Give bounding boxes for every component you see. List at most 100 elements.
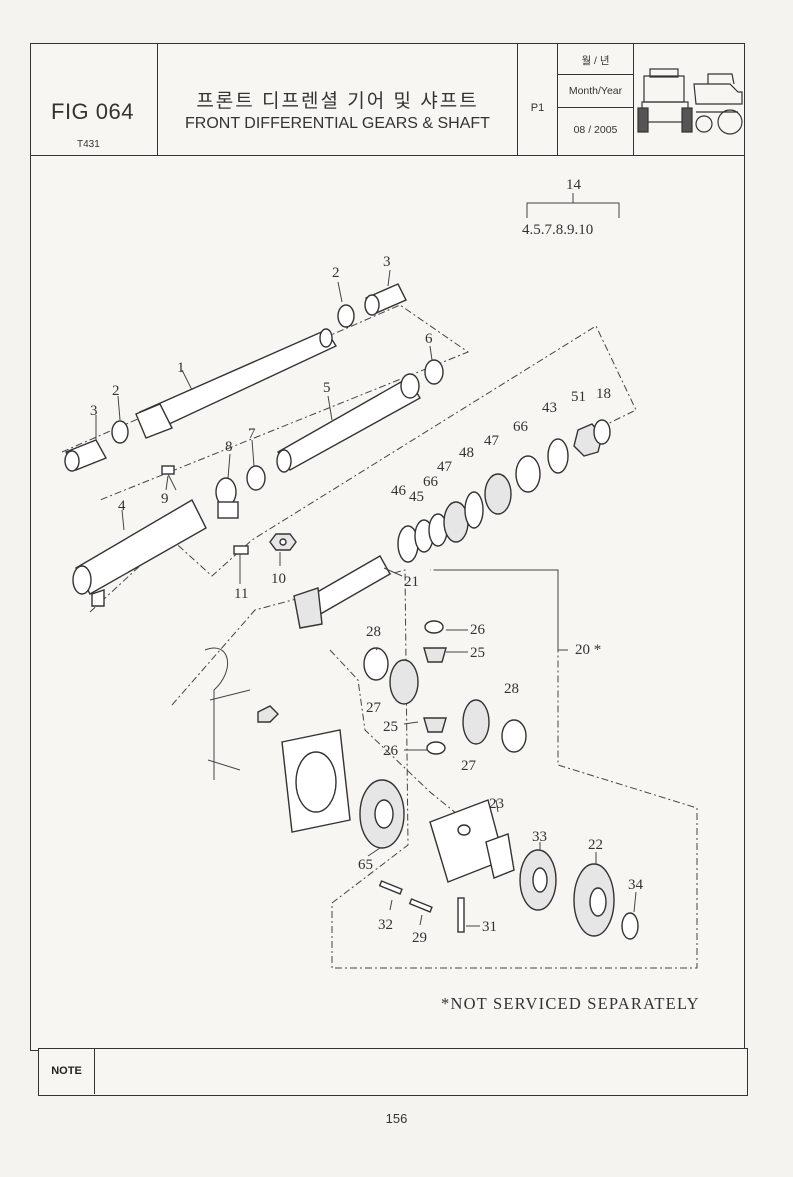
callout-25: 25 <box>383 719 398 735</box>
part-9-bolt <box>161 465 177 491</box>
callout-14: 14 <box>566 177 582 193</box>
part-29-pin <box>408 898 433 913</box>
callout-47: 47 <box>437 459 453 475</box>
part-23-diff-case <box>429 799 515 883</box>
callout-25: 25 <box>470 645 485 661</box>
part-33-bearing <box>519 849 557 911</box>
callout-10: 10 <box>271 571 286 587</box>
callout-23: 23 <box>489 796 504 812</box>
tractor-icon-cell <box>634 44 746 155</box>
callout-7: 7 <box>248 426 256 442</box>
callout-43: 43 <box>542 400 557 416</box>
part-8-clamp <box>215 477 239 519</box>
part-1-shaft <box>135 328 338 439</box>
callout-51: 51 <box>571 389 586 405</box>
part-4-housing-tube <box>72 499 207 607</box>
callout-26: 26 <box>383 743 399 759</box>
part-22-ring-gear <box>573 863 615 937</box>
model-code: T431 <box>77 139 100 150</box>
part-28-thrust-washer-b <box>501 719 527 753</box>
diff-group-boundary <box>329 649 463 819</box>
part-21-pinion-shaft <box>293 555 391 629</box>
page-number: 156 <box>385 1111 408 1126</box>
item-20-bracket <box>434 569 568 651</box>
part-18-washer <box>593 419 611 445</box>
fig-cell: FIG 064 T431 <box>31 44 158 155</box>
part-32-pin <box>378 880 403 895</box>
title-korean: 프론트 디프렌셜 기어 및 샤프트 <box>196 91 479 112</box>
callout-5: 5 <box>323 380 331 396</box>
callout-14-sub: 4.5.7.8.9.10 <box>522 222 593 238</box>
callout-3: 3 <box>383 254 391 270</box>
part-7-o-ring <box>246 465 266 491</box>
date-value: 08 / 2005 <box>573 124 618 136</box>
callout-66: 66 <box>423 474 439 490</box>
date-label-korean: 월 / 년 <box>581 55 610 67</box>
date-divider <box>558 74 633 75</box>
callout-4: 4 <box>118 498 126 514</box>
date-cell: 월 / 년 Month/Year 08 / 2005 <box>558 44 634 155</box>
callout-66: 66 <box>513 419 529 435</box>
callout-27: 27 <box>366 700 382 716</box>
part-48-spacer <box>464 491 484 529</box>
callout-2: 2 <box>112 383 120 399</box>
callout-20: 20 * <box>575 642 601 658</box>
part-43-snap-ring <box>547 438 569 474</box>
title-cell: 프론트 디프렌셜 기어 및 샤프트 FRONT DIFFERENTIAL GEA… <box>158 44 518 155</box>
note-label: NOTE <box>39 1049 95 1094</box>
callout-47: 47 <box>484 433 500 449</box>
part-25-pinion-gear <box>423 647 447 663</box>
part-11-bolt <box>233 545 249 572</box>
footnote-not-serviced: *NOT SERVICED SEPARATELY <box>441 994 700 1013</box>
callout-1: 1 <box>177 360 185 376</box>
callout-22: 22 <box>588 837 603 853</box>
part-26-thrust-washer-b <box>426 741 446 755</box>
callout-65: 65 <box>358 857 373 873</box>
callout-46: 46 <box>391 483 407 499</box>
part-2-circlip-left <box>111 420 129 444</box>
callout-48: 48 <box>459 445 474 461</box>
callout-29: 29 <box>412 930 427 946</box>
callout-11: 11 <box>234 586 248 602</box>
callout-33: 33 <box>532 829 547 845</box>
callout-6: 6 <box>425 331 433 347</box>
callout-27: 27 <box>461 758 477 774</box>
callout-34: 34 <box>628 877 644 893</box>
page-code: P1 <box>530 102 545 114</box>
part-26-thrust-washer <box>424 620 444 634</box>
callout-31: 31 <box>482 919 497 935</box>
leader-lines <box>95 269 637 927</box>
axle-housing <box>204 647 351 833</box>
part-47-bearing-b <box>484 473 512 515</box>
callout-labels: 14 4.5.7.8.9.10 2 3 6 1 5 2 3 7 8 9 4 10… <box>90 177 644 946</box>
callout-45: 45 <box>409 489 424 505</box>
callout-3: 3 <box>90 403 98 419</box>
callout-28: 28 <box>366 624 381 640</box>
callout-8: 8 <box>225 439 233 455</box>
part-2-circlip-right <box>337 304 355 328</box>
part-3-bush-left <box>64 439 107 472</box>
part-28-thrust-washer <box>363 647 389 681</box>
header-table: FIG 064 T431 프론트 디프렌셜 기어 및 샤프트 FRONT DIF… <box>31 44 744 156</box>
part-5-tube <box>276 373 421 473</box>
part-66-ring-b <box>515 455 541 493</box>
part-31-shaft-pin <box>457 897 465 933</box>
part-25-pinion-gear-b <box>423 717 447 733</box>
callout-28: 28 <box>504 681 519 697</box>
title-english: FRONT DIFFERENTIAL GEARS & SHAFT <box>185 115 490 132</box>
part-65-bearing <box>359 779 405 849</box>
part-10-nut <box>269 533 297 551</box>
part-27-side-gear <box>389 659 419 705</box>
fig-code: FIG 064 <box>51 99 134 124</box>
callout-21: 21 <box>404 574 419 590</box>
note-box: NOTE <box>38 1048 748 1096</box>
callout-26: 26 <box>470 622 486 638</box>
part-6-o-ring <box>424 359 444 385</box>
callout-9: 9 <box>161 491 169 507</box>
date-label-english: Month/Year <box>568 85 623 97</box>
tractor-icon <box>637 68 743 135</box>
date-divider <box>558 107 633 108</box>
callout-32: 32 <box>378 917 393 933</box>
callout-2: 2 <box>332 265 340 281</box>
